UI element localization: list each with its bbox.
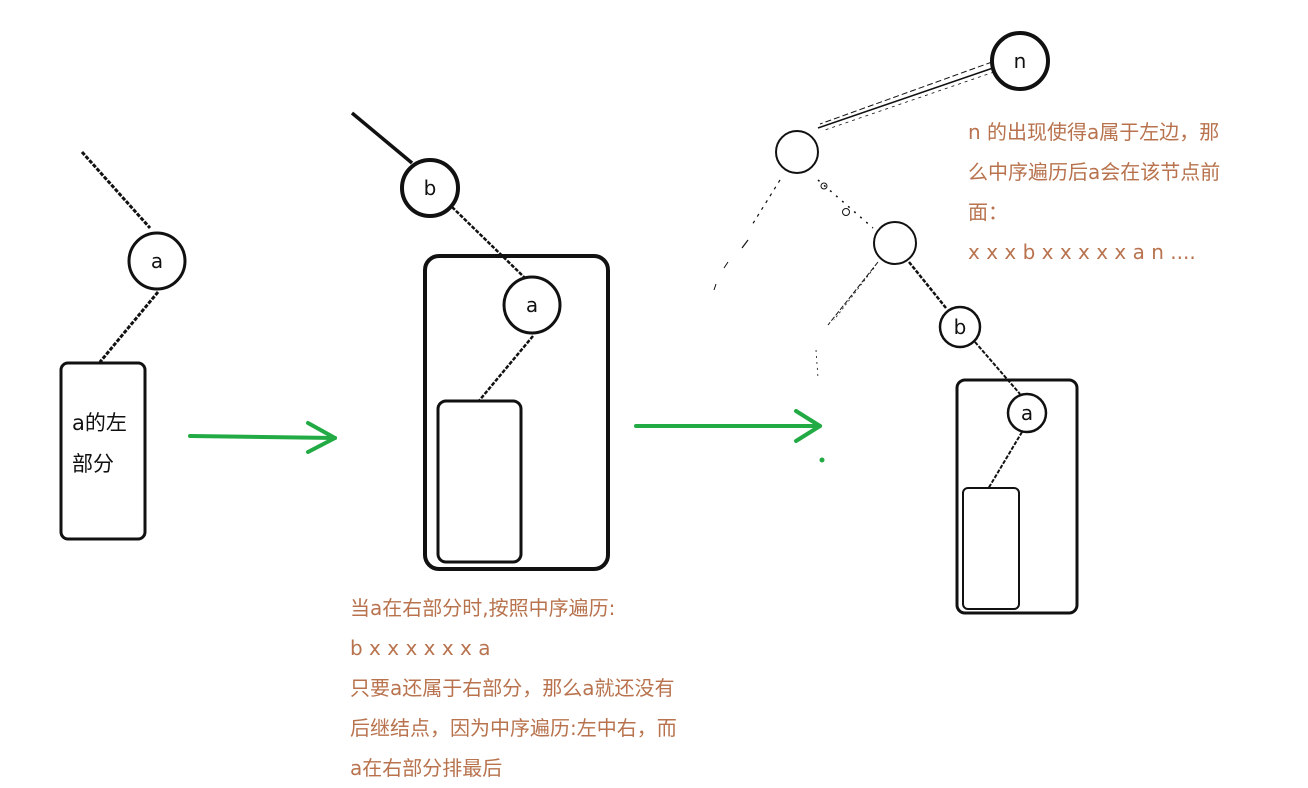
- note-middle-explanation: 当a在右部分时,按照中序遍历: b x x x x x x a 只要a还属于右部…: [350, 588, 677, 788]
- node-b-label: b: [424, 176, 437, 200]
- note-middle-line-4: 后继结点，因为中序遍历:左中右，而: [350, 716, 677, 740]
- left-subtree-box: [59, 361, 147, 541]
- edge-n-to-left-child: [817, 67, 994, 129]
- edge-a-to-left-subtree: [477, 335, 534, 403]
- note-middle-line-1: 当a在右部分时,按照中序遍历:: [350, 596, 616, 620]
- node-b-label: b: [954, 315, 967, 339]
- node-a: [1006, 392, 1048, 434]
- node-a-label: a: [526, 293, 538, 317]
- right-subtree-box: [955, 378, 1079, 615]
- note-middle-line-3: 只要a还属于右部分，那么a就还没有: [350, 676, 675, 700]
- arrow-1: [188, 421, 337, 454]
- arrow-2: [634, 409, 825, 463]
- node-b: [938, 305, 982, 349]
- a-left-subtree-box: [962, 487, 1020, 610]
- unlabeled-node-1: [775, 130, 819, 174]
- node-a-label: a: [1021, 401, 1033, 425]
- panel-3: n b a: [713, 31, 1079, 615]
- node-a: [127, 231, 187, 291]
- parent-edge: [350, 111, 414, 165]
- panel-1: a a的左 部分: [59, 150, 187, 541]
- left-subtree-label-line2: 部分: [72, 452, 114, 476]
- panel-2: b a: [350, 111, 610, 571]
- node-a: [502, 275, 562, 335]
- edge-a-to-left-subtree: [987, 431, 1023, 490]
- note-right-line-3: 面：: [968, 200, 1008, 224]
- note-right-line-4: x x x b x x x x x a n ....: [968, 240, 1196, 264]
- node-n: [990, 31, 1050, 91]
- parent-edge: [80, 150, 152, 230]
- right-subtree-box: [423, 254, 610, 571]
- left-subtree-label-line1: a的左: [72, 411, 127, 435]
- edge-b-to-a: [974, 341, 1021, 395]
- unlabeled-node-2: [873, 221, 917, 265]
- node-n-label: n: [1014, 49, 1027, 73]
- edge-b-to-a: [451, 206, 526, 279]
- node-a-label: a: [151, 249, 163, 273]
- edge-to-node-b: [908, 261, 947, 309]
- edge-a-to-left-subtree: [98, 291, 160, 363]
- note-right-explanation: n 的出现使得a属于左边，那 么中序遍历后a会在该节点前 面： x x x b …: [968, 112, 1220, 272]
- note-middle-line-5: a在右部分排最后: [350, 756, 503, 780]
- node-b: [400, 158, 460, 218]
- note-right-line-2: 么中序遍历后a会在该节点前: [968, 160, 1221, 184]
- note-right-line-1: n 的出现使得a属于左边，那: [968, 120, 1220, 144]
- a-left-subtree-box: [436, 399, 523, 564]
- note-middle-line-2: b x x x x x x a: [350, 636, 491, 660]
